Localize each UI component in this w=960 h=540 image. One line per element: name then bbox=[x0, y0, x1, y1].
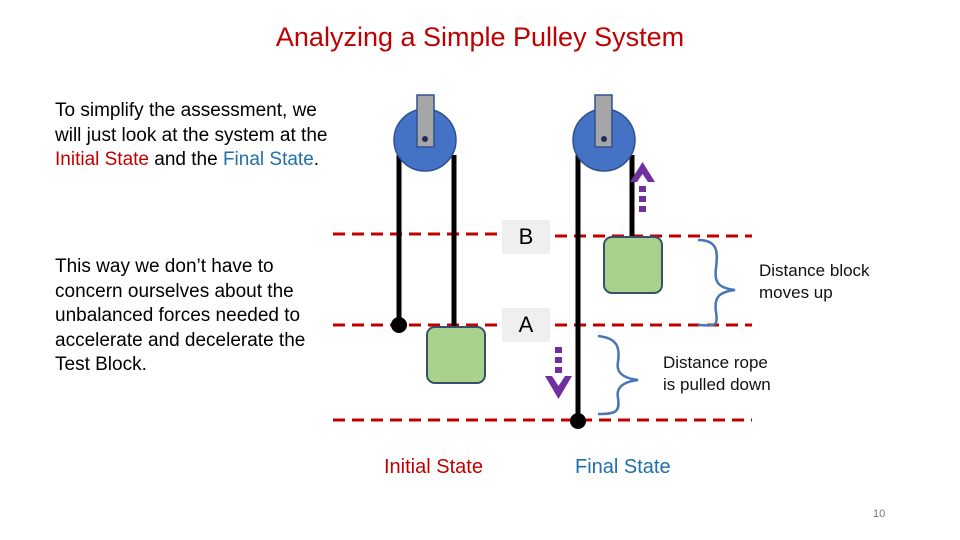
intro-text-and: and the bbox=[149, 149, 223, 170]
rope-distance-brace bbox=[597, 334, 639, 416]
down-arrow-icon bbox=[545, 347, 572, 399]
final-rope-end bbox=[570, 413, 586, 429]
block-distance-line2: moves up bbox=[759, 283, 833, 302]
slide-title: Analyzing a Simple Pulley System bbox=[275, 22, 685, 52]
block-distance-brace bbox=[697, 238, 736, 327]
up-arrow-icon bbox=[630, 162, 655, 212]
level-b-label: B bbox=[502, 220, 550, 254]
final-pulley bbox=[570, 94, 663, 429]
rope-distance-line1: Distance rope bbox=[663, 353, 768, 372]
initial-pulley bbox=[391, 94, 486, 384]
initial-rope-end bbox=[391, 317, 407, 333]
initial-state-caption: Initial State bbox=[384, 456, 483, 478]
final-pulley-axle bbox=[601, 136, 607, 142]
final-state-caption: Final State bbox=[575, 456, 671, 478]
initial-test-block bbox=[426, 326, 486, 384]
final-pulley-mount bbox=[594, 94, 613, 148]
rope-distance-line2: is pulled down bbox=[663, 375, 771, 394]
block-distance-line1: Distance block bbox=[759, 261, 870, 280]
initial-state-term: Initial State bbox=[55, 149, 149, 170]
intro-text-period: . bbox=[313, 149, 320, 170]
rope-distance-label: Distance rope is pulled down bbox=[663, 352, 771, 396]
intro-paragraph: To simplify the assessment, we will just… bbox=[55, 99, 335, 173]
initial-pulley-axle bbox=[422, 136, 428, 142]
initial-pulley-mount bbox=[416, 94, 435, 148]
intro-text: To simplify the assessment, we will just… bbox=[55, 100, 328, 146]
block-distance-label: Distance block moves up bbox=[759, 260, 870, 304]
page-number: 10 bbox=[873, 508, 886, 520]
final-state-term: Final State bbox=[222, 149, 314, 170]
level-a-label: A bbox=[502, 308, 550, 342]
explanation-paragraph: This way we don’t have to concern oursel… bbox=[55, 256, 306, 375]
final-test-block bbox=[603, 236, 663, 294]
